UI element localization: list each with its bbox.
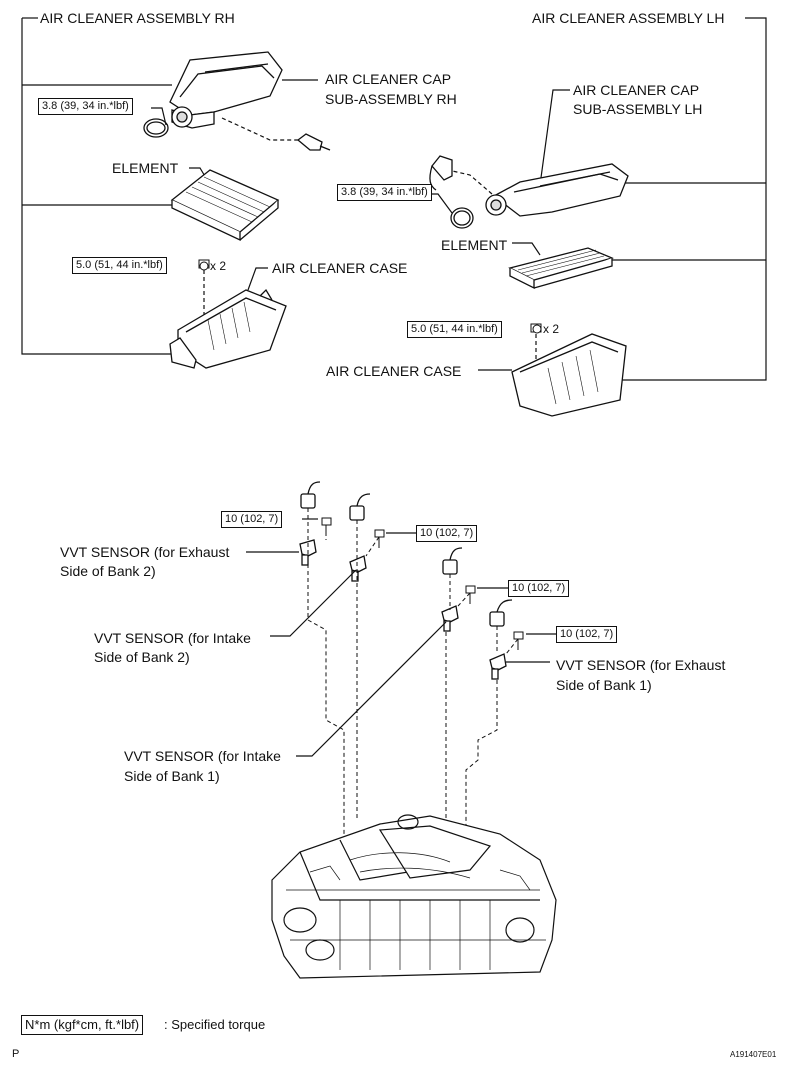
quantity-lh: x 2 xyxy=(543,322,560,336)
label-vvt-ex-b2-line1: VVT SENSOR (for Exhaust xyxy=(60,544,230,560)
element-rh-illustration xyxy=(170,169,280,242)
label-vvt-ex-b2-line2: Side of Bank 2) xyxy=(60,563,156,579)
vvt-sensor-connectors xyxy=(300,481,513,627)
hose-lh-illustration xyxy=(429,155,453,191)
label-vvt-in-b2-line1: VVT SENSOR (for Intake xyxy=(94,630,251,646)
label-vvt-ex-b1-line2: Side of Bank 1) xyxy=(556,677,652,693)
torque-box-vvt-ex-b2: 10 (102, 7) xyxy=(221,511,283,528)
label-case-rh: AIR CLEANER CASE xyxy=(272,260,408,276)
clamp-rh-illustration xyxy=(143,118,169,138)
footer-page-letter: P xyxy=(12,1048,20,1060)
torque-box-vvt-ex-b1: 10 (102, 7) xyxy=(556,626,618,643)
label-vvt-ex-b1-line1: VVT SENSOR (for Exhaust xyxy=(556,657,726,673)
footer-figure-code: A191407E01 xyxy=(730,1050,777,1059)
clamp-lh-illustration xyxy=(450,207,474,229)
air-cleaner-cap-rh-illustration xyxy=(169,51,283,129)
rh-assembly-bracket xyxy=(21,18,172,355)
torque-box-case-rh: 5.0 (51, 44 in.*lbf) xyxy=(72,257,167,274)
label-vvt-in-b1-line1: VVT SENSOR (for Intake xyxy=(124,748,281,764)
label-cap-rh-line2: SUB-ASSEMBLY RH xyxy=(325,91,457,107)
legend-torque-unit: N*m (kgf*cm, ft.*lbf) xyxy=(21,1015,144,1035)
hose-rh-illustration xyxy=(296,133,331,151)
label-air-cleaner-assembly-lh: AIR CLEANER ASSEMBLY LH xyxy=(532,10,725,26)
air-cleaner-cap-lh-illustration xyxy=(485,163,629,217)
legend-description: : Specified torque xyxy=(164,1017,266,1032)
torque-box-vvt-in-b2: 10 (102, 7) xyxy=(416,525,478,542)
label-vvt-in-b2-line2: Side of Bank 2) xyxy=(94,649,190,665)
label-case-lh: AIR CLEANER CASE xyxy=(326,363,462,379)
label-vvt-in-b1-line2: Side of Bank 1) xyxy=(124,768,220,784)
air-cleaner-case-rh-illustration xyxy=(169,288,287,369)
label-air-cleaner-assembly-rh: AIR CLEANER ASSEMBLY RH xyxy=(40,10,235,26)
quantity-rh: x 2 xyxy=(210,259,227,273)
nut-icons xyxy=(199,261,542,334)
label-cap-lh-line2: SUB-ASSEMBLY LH xyxy=(573,101,703,117)
vvt-sensor-bodies xyxy=(299,539,507,680)
engine-illustration xyxy=(271,814,557,979)
label-element-lh: ELEMENT xyxy=(441,237,508,253)
torque-box-case-lh: 5.0 (51, 44 in.*lbf) xyxy=(407,321,502,338)
torque-box-clamp-lh: 3.8 (39, 34 in.*lbf) xyxy=(337,184,432,201)
label-cap-lh-line1: AIR CLEANER CAP xyxy=(573,82,700,98)
torque-box-vvt-in-b1: 10 (102, 7) xyxy=(508,580,570,597)
lh-assembly-bracket xyxy=(620,17,767,381)
air-cleaner-case-lh-illustration xyxy=(511,333,627,417)
label-cap-rh-line1: AIR CLEANER CAP xyxy=(325,71,452,87)
element-lh-illustration xyxy=(508,247,614,290)
label-element-rh: ELEMENT xyxy=(112,160,179,176)
torque-box-clamp-rh: 3.8 (39, 34 in.*lbf) xyxy=(38,98,133,115)
